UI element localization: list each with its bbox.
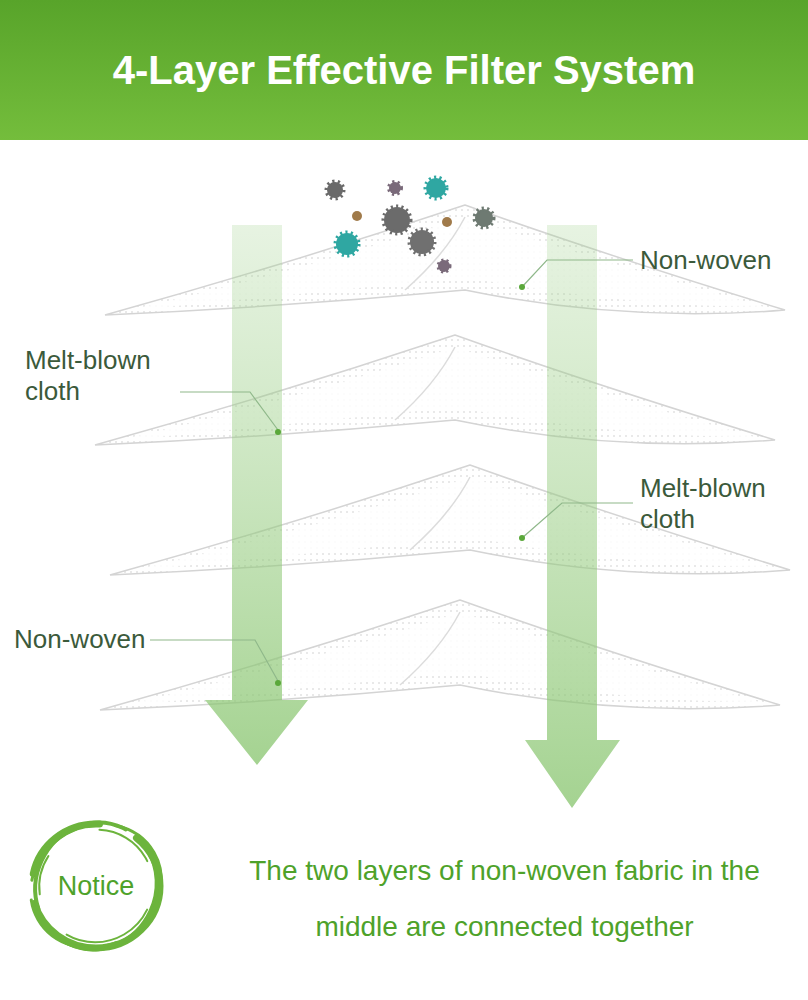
layer-label: Melt-blown cloth [25, 345, 175, 407]
layer-label: Non-woven [640, 245, 805, 276]
notice-text: Notice [58, 871, 135, 902]
notice-circle: Notice [22, 812, 170, 960]
layer-label: Melt-blown cloth [640, 473, 790, 535]
notice-note: The two layers of non-woven fabric in th… [212, 843, 797, 955]
title-text: 4-Layer Effective Filter System [0, 0, 808, 140]
layer-label: Non-woven [14, 624, 149, 655]
